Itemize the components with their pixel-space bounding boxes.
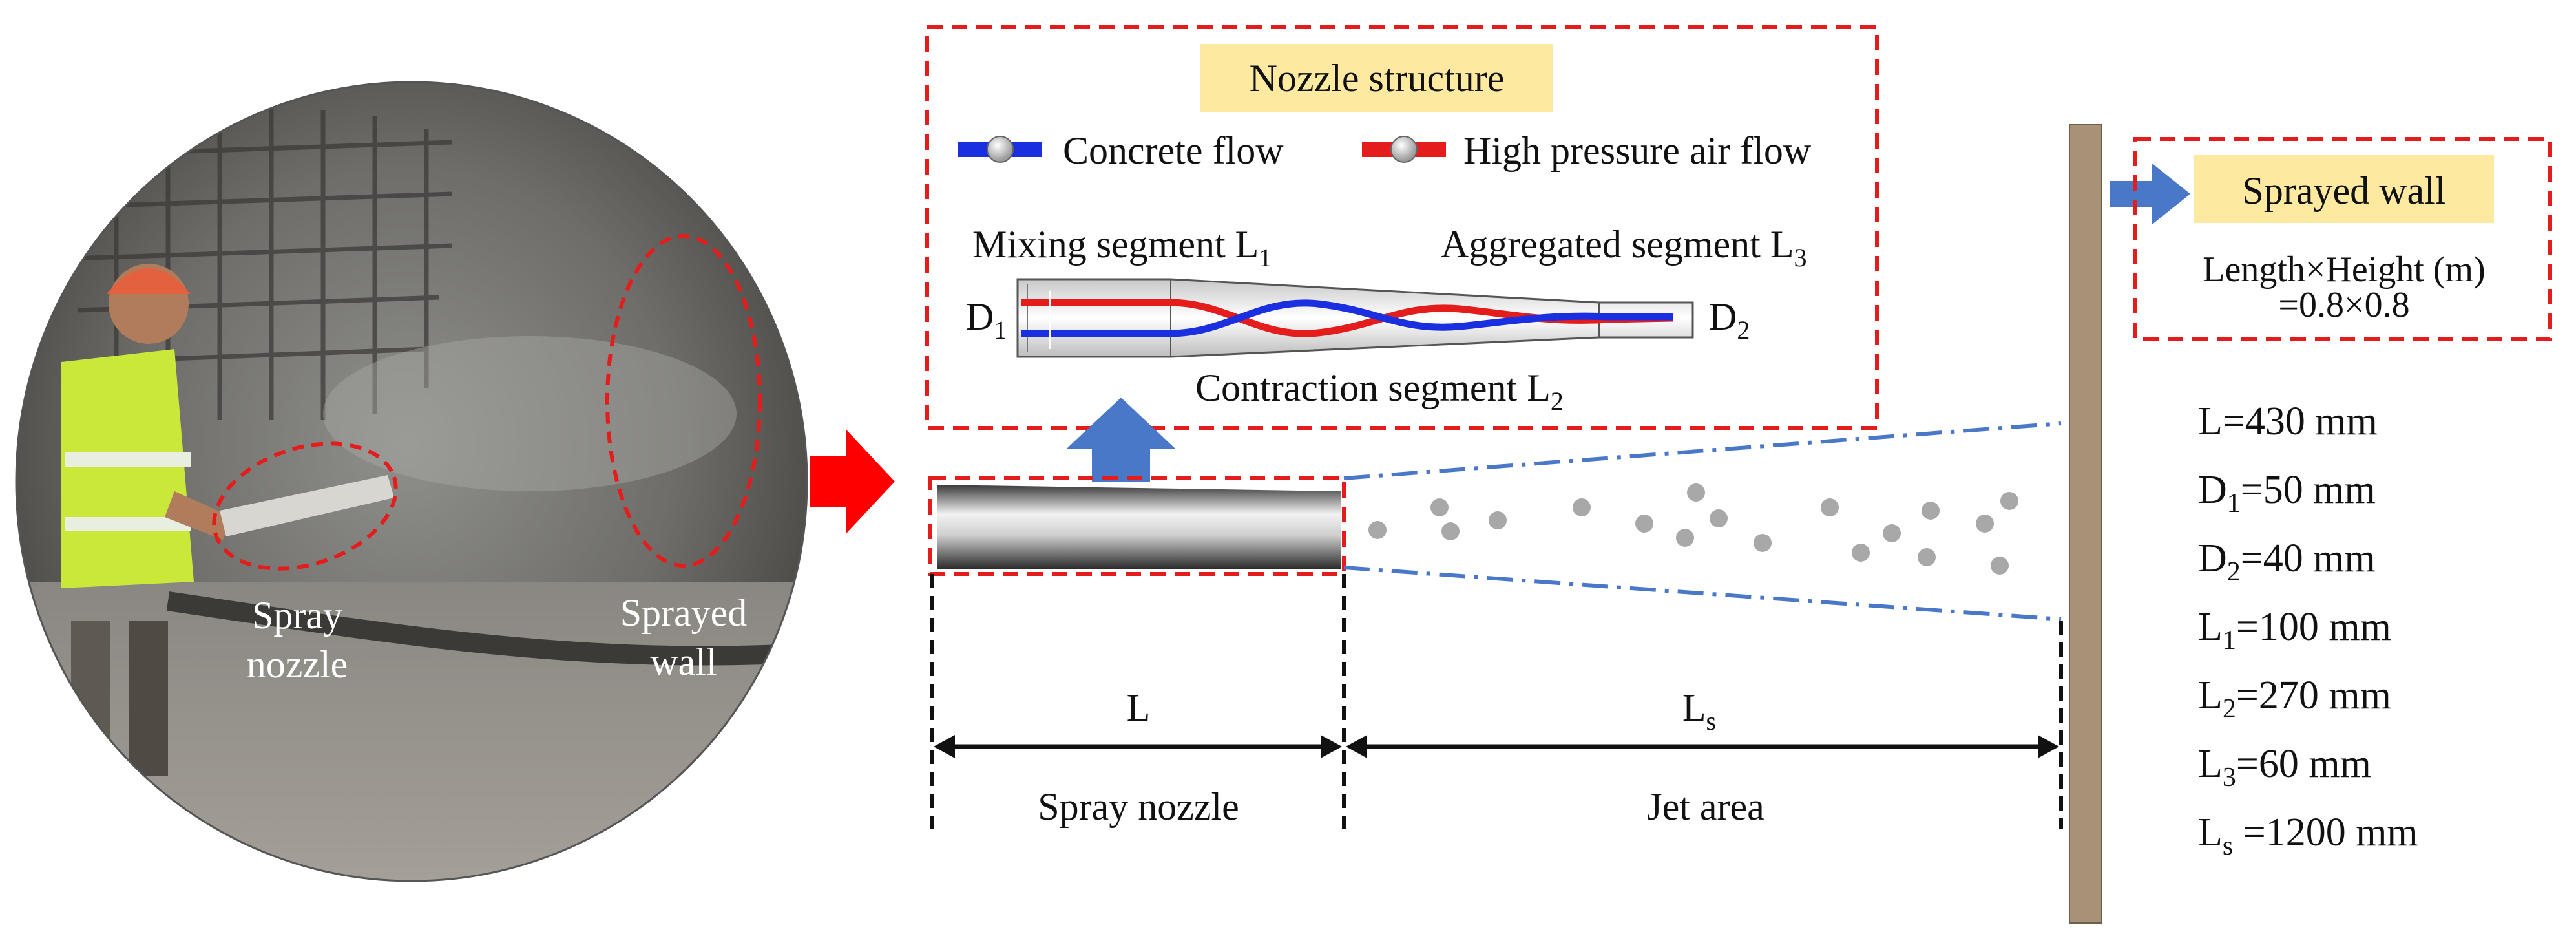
- spray-mist: [323, 336, 737, 491]
- photo-nozzle: [220, 475, 394, 536]
- particle: [1976, 515, 1994, 533]
- particle: [1883, 524, 1901, 542]
- photo-label-sprayed-wall-line1: Sprayed: [620, 591, 748, 634]
- param-l1: L1=100 mm: [2198, 605, 2391, 655]
- sprayed-wall-size-label: Length×Height (m): [2203, 250, 2485, 290]
- arrow-to-wall-info: [2110, 163, 2190, 225]
- mixing-segment-label: Mixing segment L1: [972, 223, 1272, 272]
- sprayed-wall-box: [2133, 137, 2552, 341]
- dim-label-ls: Ls: [1682, 686, 1716, 736]
- sprayed-wall-title-bg: [2194, 155, 2494, 223]
- legend-air-label: High pressure air flow: [1463, 129, 1812, 172]
- nozzle-structure-title-bg: [1200, 44, 1553, 112]
- parameter-list: L=430 mm D1=50 mm D2=40 mm L1=100 mm L2=…: [2198, 399, 2418, 861]
- param-ls: Ls =1200 mm: [2198, 811, 2418, 861]
- particle: [1710, 509, 1728, 527]
- particle: [1918, 548, 1936, 566]
- label-jet-area: Jet area: [1647, 785, 1764, 828]
- photo-label-spray-nozzle-line1: Spray: [252, 594, 342, 637]
- d2-label: D2: [1709, 295, 1750, 345]
- particle: [1922, 502, 1940, 520]
- dim-label-l: L: [1127, 686, 1151, 729]
- particle: [2000, 492, 2018, 510]
- particle: [1489, 511, 1507, 529]
- particle: [1368, 521, 1387, 539]
- hose: [166, 591, 807, 666]
- photo-label-sprayed-wall-line2: wall: [650, 641, 717, 683]
- jet-boundary-top: [1343, 421, 2062, 480]
- right-arrow-red: [810, 430, 895, 533]
- sprayed-wall-title: Sprayed wall: [2243, 169, 2446, 212]
- particle: [1676, 529, 1694, 547]
- photo-label-spray-nozzle-line2: nozzle: [247, 643, 348, 686]
- particle: [1991, 557, 2009, 575]
- nozzle-structure-box: [925, 25, 1879, 430]
- label-spray-nozzle: Spray nozzle: [1038, 785, 1239, 828]
- legend-air-flow: High pressure air flow: [1362, 129, 1812, 172]
- jet-boundary-bottom: [1343, 566, 2062, 621]
- d1-label: D1: [966, 295, 1007, 345]
- wall-highlight-ellipse: [605, 234, 762, 568]
- particle: [1821, 498, 1839, 516]
- concrete-flow-path: [1021, 299, 1673, 337]
- param-l3: L3=60 mm: [2198, 742, 2371, 792]
- particle: [1430, 498, 1449, 516]
- param-d1: D1=50 mm: [2198, 468, 2376, 518]
- aggregated-segment-label: Aggregated segment L3: [1441, 223, 1806, 272]
- legend-concrete-label: Concrete flow: [1063, 129, 1284, 172]
- particle: [1635, 515, 1653, 533]
- dim-arrow-ls: [1346, 735, 2059, 758]
- rebar-mesh: [70, 103, 453, 420]
- dim-arrow-l: [934, 735, 1342, 758]
- particle: [1852, 544, 1870, 562]
- param-l: L=430 mm: [2198, 399, 2378, 443]
- up-arrow-blue: [1066, 398, 1176, 482]
- sprayed-wall-size-value: =0.8×0.8: [2278, 285, 2409, 325]
- legend-concrete-flow: Concrete flow: [958, 129, 1284, 172]
- particle: [1573, 498, 1591, 516]
- sprayed-wall: [2069, 124, 2102, 924]
- site-photo: [16, 82, 807, 881]
- particle: [1754, 534, 1772, 552]
- nozzle-dashed-box: [928, 476, 1346, 576]
- param-l2: L2=270 mm: [2198, 674, 2391, 724]
- nozzle-highlight-ellipse: [212, 441, 398, 571]
- jet-particles: [1368, 483, 2018, 575]
- particle: [1687, 483, 1705, 502]
- photo-border: [15, 81, 808, 882]
- spray-nozzle-body: [937, 485, 1341, 569]
- contraction-segment-label: Contraction segment L2: [1195, 366, 1564, 416]
- nozzle-cross-section: [1016, 278, 1694, 358]
- particle: [1441, 522, 1460, 540]
- nozzle-structure-title: Nozzle structure: [1250, 57, 1505, 100]
- param-d2: D2=40 mm: [2198, 536, 2376, 587]
